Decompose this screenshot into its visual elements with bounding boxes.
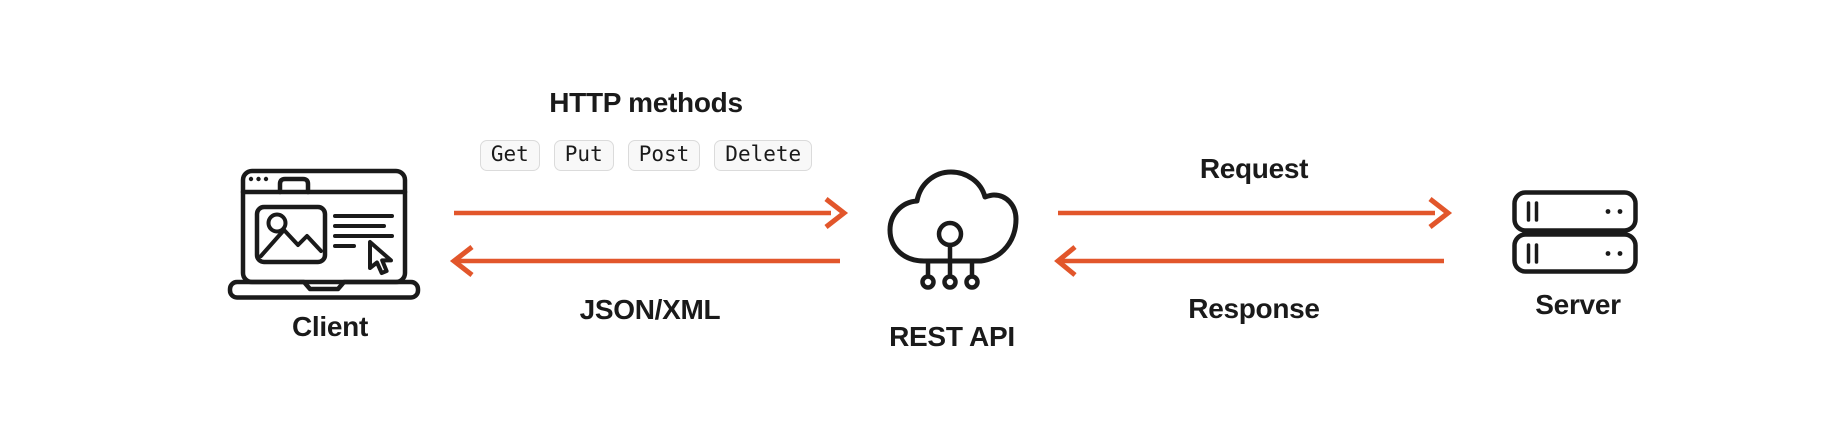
browser-laptop-icon [227, 168, 421, 300]
request-label: Request [1199, 153, 1309, 184]
api-server-arrows [1054, 197, 1453, 277]
client-node [227, 164, 421, 300]
server-label: Server [1535, 289, 1621, 320]
http-method-badge-get: Get [479, 140, 540, 172]
http-method-badge-post: Post [627, 140, 701, 172]
server-stack-icon [1512, 190, 1638, 274]
client-api-arrows [449, 197, 849, 277]
json-xml-label: JSON/XML [579, 294, 721, 325]
left-arrow-icon [1054, 245, 1444, 277]
http-method-badge-delete: Delete [714, 140, 813, 172]
cloud-network-icon [887, 169, 1019, 290]
server-node [1512, 190, 1638, 274]
rest-api-label: REST API [889, 321, 1015, 352]
rest-api-node [884, 168, 1020, 294]
client-label: Client [292, 311, 368, 342]
http-methods-title: HTTP methods [549, 87, 743, 118]
right-arrow-icon [1058, 197, 1453, 229]
right-arrow-icon [454, 197, 849, 229]
http-method-badge-put: Put [553, 140, 614, 172]
response-label: Response [1188, 293, 1320, 324]
left-arrow-icon [449, 245, 840, 277]
http-method-badges: Get Put Post Delete [446, 140, 846, 172]
